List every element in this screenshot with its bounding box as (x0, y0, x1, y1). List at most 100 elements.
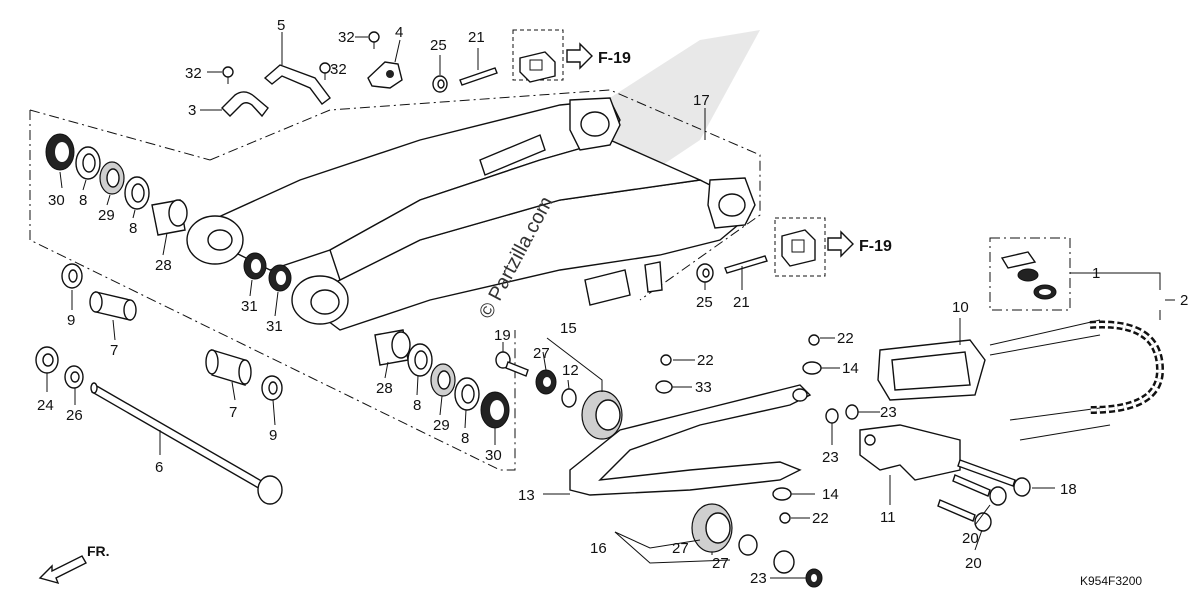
washer-8d[interactable] (454, 377, 480, 411)
washer-9b[interactable] (261, 375, 283, 401)
callout-30b: 30 (485, 447, 502, 464)
drive-chain-2[interactable] (989, 319, 1165, 441)
front-direction-arrow: FR. (38, 543, 110, 585)
stud-21b[interactable] (724, 255, 768, 274)
washer-23c[interactable] (845, 404, 859, 420)
collar-31a[interactable] (243, 252, 267, 280)
bearing-28a[interactable] (151, 199, 188, 236)
callout-25b: 25 (696, 294, 713, 311)
seal-30a[interactable] (45, 133, 75, 171)
callout-7a: 7 (110, 342, 118, 359)
callout-1: 1 (1092, 265, 1100, 282)
callout-27a: 27 (533, 345, 550, 362)
callout-28a: 28 (155, 257, 172, 274)
callout-32c: 32 (330, 61, 347, 78)
bolt-32c[interactable] (368, 31, 380, 49)
bolt-22c[interactable] (779, 512, 791, 524)
pivot-bolt-6[interactable] (90, 382, 283, 505)
bolt-20b[interactable] (937, 499, 992, 532)
washer-14b[interactable] (772, 487, 792, 501)
callout-23a: 23 (880, 404, 897, 421)
guide-4[interactable] (367, 61, 403, 89)
callout-16: 16 (590, 540, 607, 557)
nut-23a[interactable] (805, 568, 823, 588)
bolt-32a[interactable] (222, 66, 234, 84)
ref-label-top: F-19 (598, 50, 631, 67)
swingarm[interactable] (186, 97, 756, 331)
callout-23c: 23 (750, 570, 767, 587)
callout-17: 17 (693, 92, 710, 109)
group-outline-swingarm (209, 89, 761, 301)
roller-15[interactable] (581, 390, 623, 440)
callout-33: 33 (695, 379, 712, 396)
stud-21a[interactable] (459, 67, 498, 86)
clamp-3[interactable] (221, 91, 269, 118)
pivot-collar-7b[interactable] (205, 349, 252, 386)
callout-15: 15 (560, 320, 577, 337)
collar-27a[interactable] (535, 369, 557, 395)
callout-27c: 27 (712, 555, 729, 572)
callout-3: 3 (188, 102, 196, 119)
washer-33[interactable] (655, 380, 673, 394)
callout-24: 24 (37, 397, 54, 414)
needle-bearing-29a[interactable] (99, 161, 125, 195)
callout-30a: 30 (48, 192, 65, 209)
clamp-5[interactable] (263, 64, 331, 105)
washer-26[interactable] (64, 365, 84, 389)
group-outline-left (29, 109, 516, 471)
callout-8d: 8 (461, 430, 469, 447)
callout-14a: 14 (842, 360, 859, 377)
washer-9a[interactable] (61, 263, 83, 289)
group-outline-ref-mid (774, 217, 826, 277)
washer-23b[interactable] (825, 408, 839, 424)
roller-16[interactable] (691, 503, 733, 553)
washer-14a[interactable] (802, 361, 822, 375)
pivot-collar-7a[interactable] (89, 291, 137, 321)
collar-27b[interactable] (738, 534, 758, 556)
bolt-22a[interactable] (660, 354, 672, 366)
callout-9b: 9 (269, 427, 277, 444)
adjuster-block-top[interactable] (519, 51, 556, 83)
seal-30b[interactable] (480, 391, 510, 429)
callout-8a: 8 (79, 192, 87, 209)
bolt-19[interactable] (495, 351, 529, 377)
callout-20a: 20 (962, 530, 979, 547)
collar-12[interactable] (561, 388, 577, 408)
washer-8b[interactable] (124, 176, 150, 210)
collar-27c[interactable] (773, 550, 795, 574)
callout-29b: 29 (433, 417, 450, 434)
chain-joint-clip-1[interactable] (1000, 251, 1057, 300)
chain-guide-slider-10[interactable] (877, 339, 986, 401)
bolt-20a[interactable] (952, 474, 1007, 506)
callouts: 1 2 3 4 5 6 7 7 8 8 8 8 9 9 10 11 12 13 … (37, 17, 1188, 587)
chain-slider-13[interactable] (569, 384, 812, 496)
needle-bearing-29b[interactable] (430, 363, 456, 397)
nut-24[interactable] (35, 346, 59, 374)
callout-26: 26 (66, 407, 83, 424)
bolt-22b[interactable] (808, 334, 820, 346)
adjuster-block-mid[interactable] (781, 229, 816, 267)
callout-32b: 32 (338, 29, 355, 46)
bearing-28b[interactable] (374, 329, 411, 366)
ref-arrow-top[interactable]: F-19 (566, 42, 631, 70)
leader-lines (46, 32, 1175, 579)
nut-25a[interactable] (432, 75, 448, 93)
callout-25a: 25 (430, 37, 447, 54)
callout-20b: 20 (965, 555, 982, 572)
bolt-18[interactable] (957, 459, 1031, 497)
collar-31b[interactable] (268, 264, 292, 292)
bolt-32b[interactable] (319, 62, 331, 80)
ref-label-mid: F-19 (859, 238, 892, 255)
ref-arrow-mid[interactable]: F-19 (827, 230, 892, 258)
callout-28b: 28 (376, 380, 393, 397)
callout-21b: 21 (733, 294, 750, 311)
nut-25b[interactable] (696, 263, 714, 283)
group-outline-chain-clip (989, 237, 1071, 311)
washer-8c[interactable] (407, 343, 433, 377)
callout-13: 13 (518, 487, 535, 504)
callout-23b: 23 (822, 449, 839, 466)
chain-guide-11[interactable] (859, 424, 961, 481)
washer-8a[interactable] (75, 146, 101, 180)
